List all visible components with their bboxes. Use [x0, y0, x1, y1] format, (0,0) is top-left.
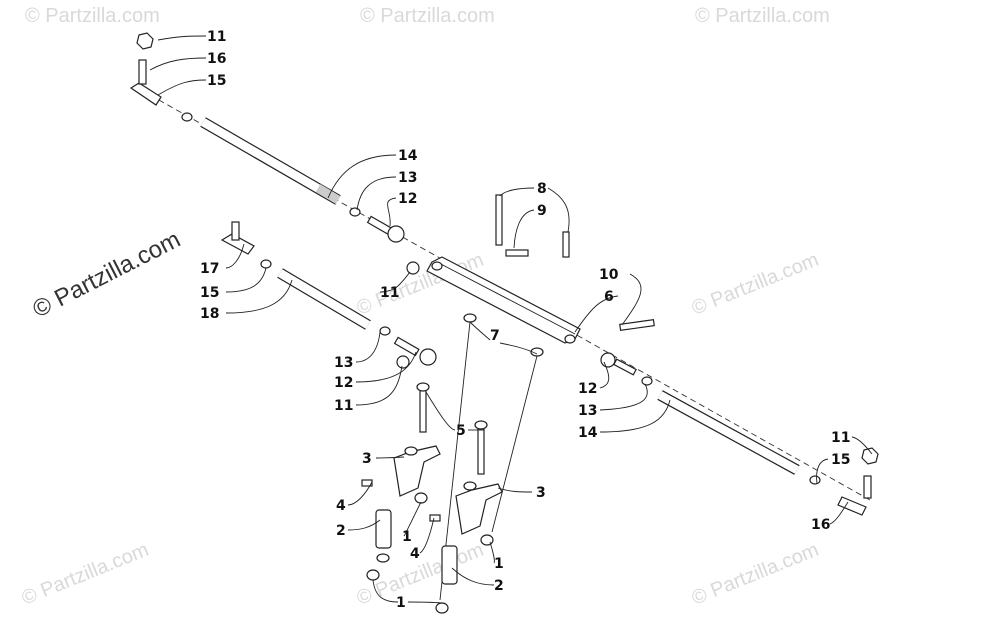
callout-14: 14 [398, 148, 418, 164]
watermark-text: © Partzilla.com [689, 249, 822, 320]
callout-1: 1 [494, 556, 504, 572]
callout-12: 12 [398, 191, 417, 207]
steering-arm-left [393, 382, 441, 504]
callout-15: 15 [200, 285, 219, 301]
callout-16: 16 [207, 51, 226, 67]
watermark-main: © Partzilla.com [28, 226, 184, 323]
callout-6: 6 [604, 289, 614, 305]
callout-3: 3 [362, 451, 372, 467]
callout-11: 11 [831, 430, 850, 446]
callout-11: 11 [207, 29, 226, 45]
callout-11: 11 [380, 285, 399, 301]
watermarks: © Partzilla.com © Partzilla.com © Partzi… [19, 5, 830, 610]
callout-13: 13 [398, 170, 417, 186]
callout-18: 18 [200, 306, 219, 322]
callout-leaders [149, 35, 873, 604]
callout-8: 8 [537, 181, 547, 197]
callout-7: 7 [490, 328, 500, 344]
tie-rod-left [220, 221, 437, 369]
tie-rod-right [600, 352, 879, 516]
callout-4: 4 [336, 498, 346, 514]
callout-12: 12 [578, 381, 597, 397]
callout-4: 4 [410, 546, 420, 562]
ball-joint-upper-left [349, 207, 405, 243]
spacers-and-fasteners [361, 479, 458, 614]
callout-15: 15 [207, 73, 226, 89]
callout-17: 17 [200, 261, 219, 277]
callout-11: 11 [334, 398, 353, 414]
tie-rod-upper-left [200, 117, 341, 205]
watermark-text: © Partzilla.com [360, 5, 495, 27]
center-drag-link [406, 194, 655, 357]
watermark-text: © Partzilla.com [689, 539, 822, 610]
callout-13: 13 [334, 355, 353, 371]
callout-numbers: 11 16 15 14 13 12 8 9 17 15 18 11 10 6 7… [200, 29, 850, 611]
watermark-text: © Partzilla.com [25, 5, 160, 27]
callout-16: 16 [811, 517, 830, 533]
callout-9: 9 [537, 203, 547, 219]
tie-rod-end-upper-left [129, 32, 193, 122]
callout-12: 12 [334, 375, 353, 391]
steering-arm-right [455, 420, 503, 546]
callout-2: 2 [494, 578, 504, 594]
callout-14: 14 [578, 425, 598, 441]
callout-3: 3 [536, 485, 546, 501]
callout-2: 2 [336, 523, 346, 539]
callout-10: 10 [599, 267, 619, 283]
callout-1: 1 [402, 529, 412, 545]
watermark-text: © Partzilla.com [695, 5, 830, 27]
callout-5: 5 [456, 423, 466, 439]
watermark-text: © Partzilla.com [19, 539, 152, 610]
callout-15: 15 [831, 452, 850, 468]
callout-13: 13 [578, 403, 597, 419]
callout-1: 1 [396, 595, 406, 611]
